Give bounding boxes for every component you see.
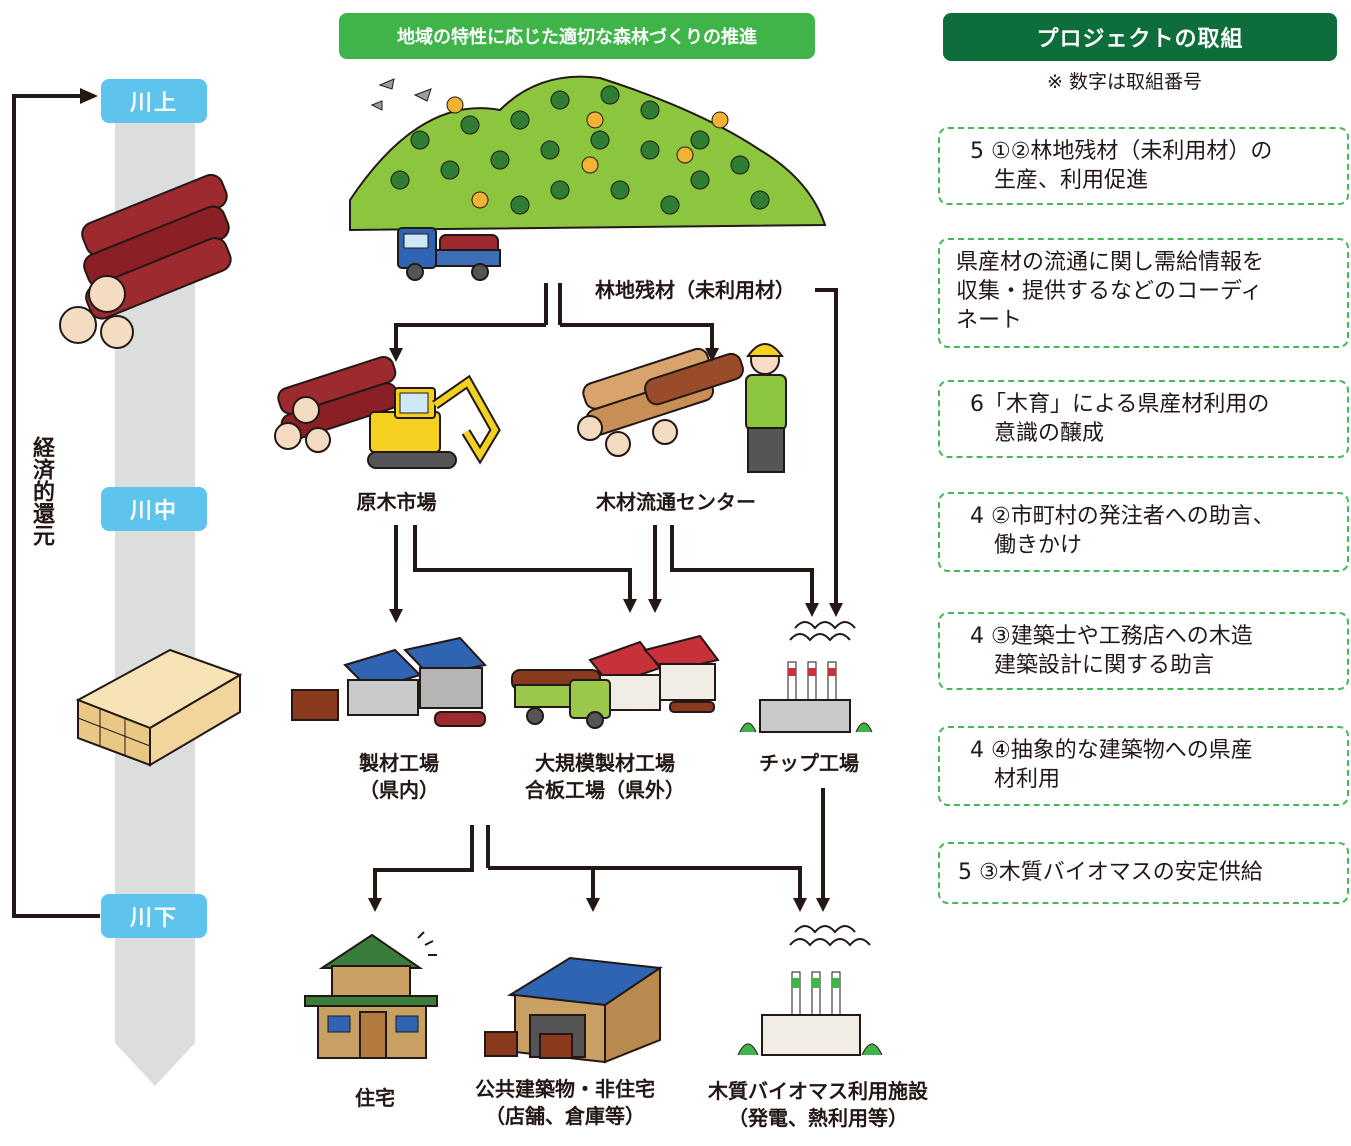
project-item-6: 4 ④抽象的な建築物への県産 材利用 bbox=[938, 726, 1349, 806]
label-sawmill-line1: 製材工場 bbox=[359, 751, 439, 775]
biomass-plant-illustration bbox=[737, 925, 883, 1056]
label-timber-center: 木材流通センター bbox=[596, 490, 756, 514]
project-item-4: 4 ②市町村の発注者への助言、 働きかけ bbox=[938, 492, 1349, 572]
truck-illustration bbox=[397, 227, 501, 281]
label-public-building: 公共建築物・非住宅 （店舗、倉庫等） bbox=[458, 1076, 672, 1130]
project-item-2-line3: ネート bbox=[956, 308, 1023, 333]
project-item-7: 5 ③木質バイオマスの安定供給 bbox=[938, 842, 1349, 904]
chip-factory-illustration bbox=[739, 621, 873, 733]
project-item-4-line2: 働きかけ bbox=[994, 533, 1083, 558]
label-biomass: 木質バイオマス利用施設 （発電、熱利用等） bbox=[690, 1078, 946, 1132]
project-item-5: 4 ③建築士や工務店への木造 建築設計に関する助言 bbox=[938, 612, 1349, 690]
project-item-6-line2: 材利用 bbox=[994, 767, 1061, 792]
label-large-sawmill-line1: 大規模製材工場 bbox=[535, 751, 675, 775]
project-item-3-line2: 意識の醸成 bbox=[994, 421, 1105, 446]
flow-arrows bbox=[368, 283, 843, 912]
label-chip-factory: チップ工場 bbox=[759, 751, 859, 775]
label-large-sawmill-line2: 合板工場（県外） bbox=[525, 778, 685, 802]
stage-lower: 川下 bbox=[101, 894, 207, 938]
label-public-building-line1: 公共建築物・非住宅 bbox=[475, 1077, 655, 1101]
label-large-sawmill: 大規模製材工場 合板工場（県外） bbox=[520, 750, 690, 804]
project-note: ※ 数字は取組番号 bbox=[1047, 71, 1202, 93]
economic-return-label: 経済的還元 bbox=[29, 436, 54, 546]
warehouse-illustration bbox=[484, 956, 663, 1064]
economic-return-arrow bbox=[12, 88, 100, 918]
project-item-4-line1: 4 ②市町村の発注者への助言、 bbox=[970, 504, 1275, 529]
label-sawmill-line2: （県内） bbox=[359, 778, 439, 802]
sawmill-illustration bbox=[291, 636, 487, 727]
project-item-6-line1: 4 ④抽象的な建築物への県産 bbox=[970, 738, 1253, 763]
house-illustration bbox=[304, 931, 438, 1059]
worker-illustration bbox=[577, 343, 787, 473]
project-item-5-line2: 建築設計に関する助言 bbox=[994, 653, 1215, 678]
project-item-1: 5 ①②林地残材（未利用材）の 生産、利用促進 bbox=[938, 127, 1349, 205]
project-item-2: 県産材の流通に関し需給情報を 収集・提供するなどのコーディ ネート bbox=[938, 238, 1349, 348]
logs-illustration bbox=[59, 173, 232, 349]
project-item-1-line2: 生産、利用促進 bbox=[994, 168, 1149, 193]
project-title: プロジェクトの取組 bbox=[943, 13, 1337, 61]
label-biomass-line2: （発電、熱利用等） bbox=[728, 1106, 908, 1130]
excavator-illustration bbox=[274, 355, 501, 469]
project-item-7-line1: 5 ③木質バイオマスの安定供給 bbox=[958, 860, 1263, 885]
forest-banner: 地域の特性に応じた適切な森林づくりの推進 bbox=[339, 13, 815, 59]
large-sawmill-illustration bbox=[511, 634, 720, 729]
lumber-illustration bbox=[75, 648, 243, 767]
project-item-1-line1: 5 ①②林地残材（未利用材）の bbox=[970, 139, 1273, 164]
stage-upper: 川上 bbox=[101, 79, 207, 123]
label-biomass-line1: 木質バイオマス利用施設 bbox=[708, 1079, 928, 1103]
stage-middle: 川中 bbox=[101, 487, 207, 531]
label-sawmill: 製材工場 （県内） bbox=[340, 750, 458, 804]
project-item-3-line1: 6「木育」による県産材利用の bbox=[970, 392, 1270, 417]
project-item-3: 6「木育」による県産材利用の 意識の醸成 bbox=[938, 380, 1349, 458]
label-housing: 住宅 bbox=[355, 1086, 395, 1110]
label-log-market: 原木市場 bbox=[356, 490, 437, 514]
label-residue: 林地残材（未利用材） bbox=[595, 278, 795, 302]
project-item-5-line1: 4 ③建築士や工務店への木造 bbox=[970, 624, 1253, 649]
project-item-2-line2: 収集・提供するなどのコーディ bbox=[956, 279, 1263, 304]
label-public-building-line2: （店舗、倉庫等） bbox=[485, 1104, 645, 1128]
forest-illustration bbox=[349, 75, 827, 232]
project-item-2-line1: 県産材の流通に関し需給情報を bbox=[956, 250, 1265, 275]
